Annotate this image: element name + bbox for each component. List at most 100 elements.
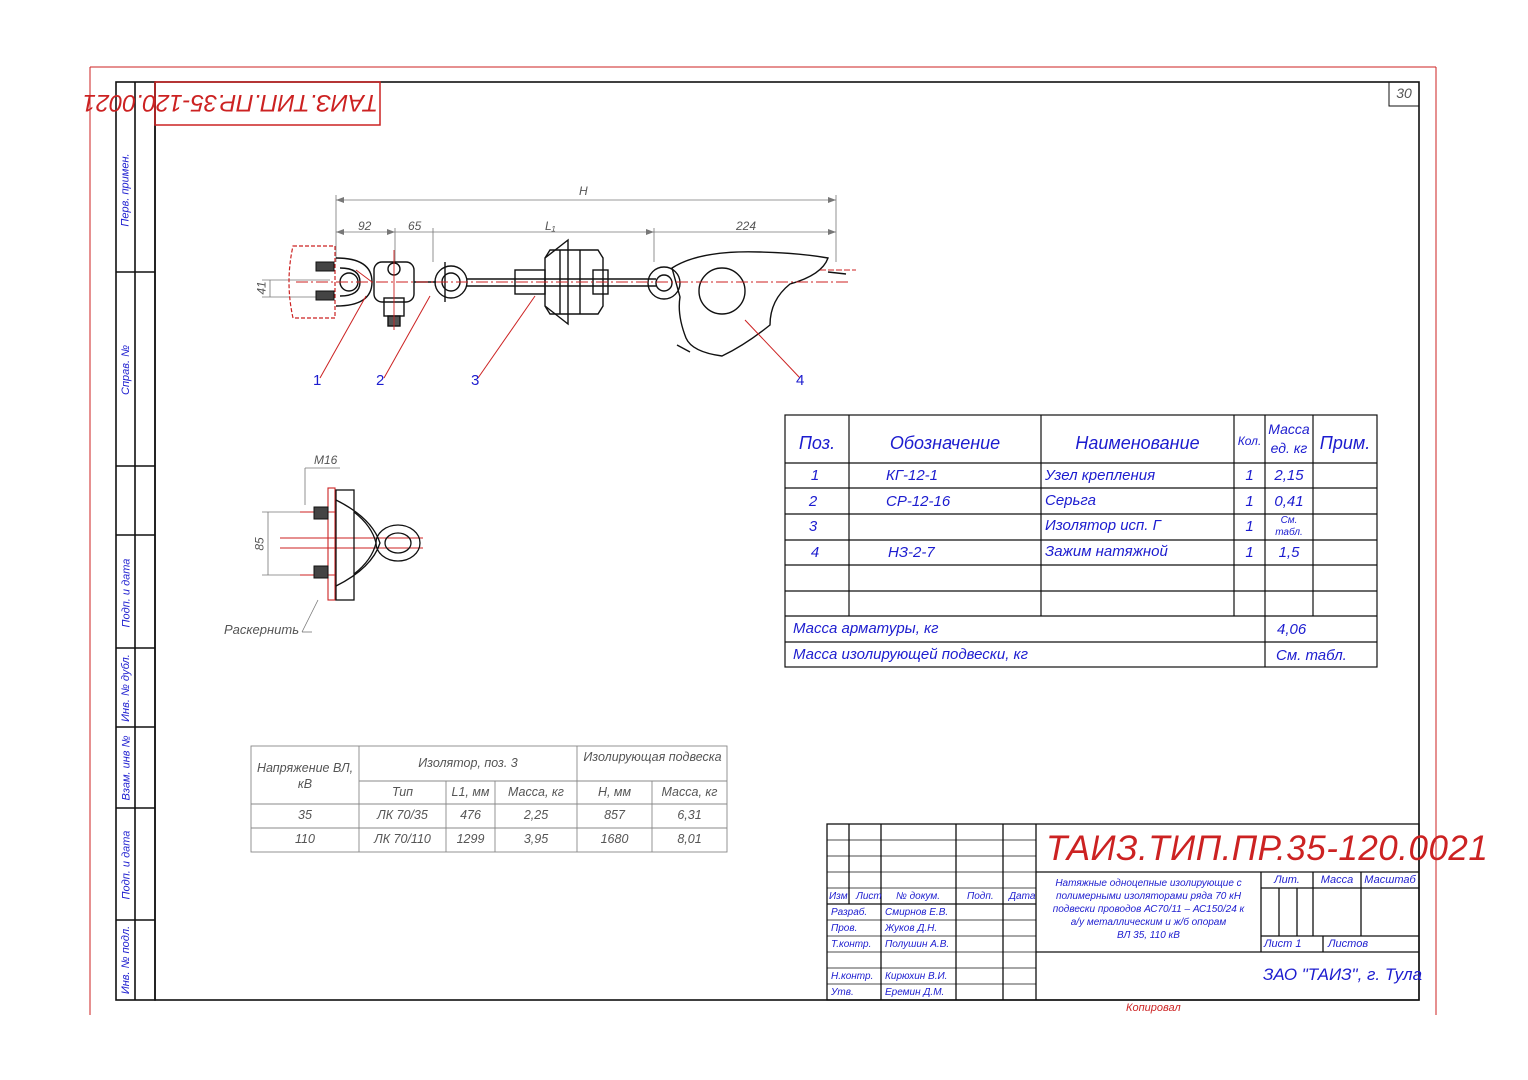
side-label-sprav: Справ. № [120,345,132,395]
vt-sub-mass2: Масса, кг [661,785,718,799]
tb-name-prov: Жуков Д.Н. [885,923,938,934]
note-raskernit: Раскернить [224,622,300,637]
callout-3: 3 [471,372,480,389]
spec-total-fittings-value: 4,06 [1277,621,1307,638]
trim-boundary [89,66,1437,1015]
vt-r2-l1: 1299 [456,832,485,846]
callout-4: 4 [796,372,805,389]
vt-r2-h: 1680 [600,832,629,846]
spec-r4-qty: 1 [1245,544,1254,561]
vt-r2-voltage: 110 [295,832,315,846]
tb-massa: Масса [1320,874,1354,886]
tb-title-1: Натяжные одноцепные изолирующие с [1055,878,1242,889]
tb-title-4: а/у металлическим и ж/б опорам [1070,917,1227,928]
spec-r4-designation: НЗ-2-7 [888,544,935,561]
side-label-podp-data-2: Подп. и дата [120,830,132,899]
vt-r1-type: ЛК 70/35 [377,808,428,822]
tb-designation: ТАИЗ.ТИП.ПР.35-120.0021 [1046,829,1489,868]
spec-r3-name: Изолятор исп. Г [1045,517,1161,534]
spec-r1-qty: 1 [1245,467,1254,484]
spec-r1-pos: 1 [810,467,820,484]
tb-role-utv: Утв. [831,987,854,998]
spec-r2-mass: 0,41 [1274,493,1304,510]
sheet-number: 30 [1396,85,1412,101]
dim-l1: L₁ [545,219,556,233]
spec-h-pos: Поз. [798,433,836,453]
tb-col-list: Лист [856,891,882,902]
side-label-perv-primen: Перв. примен. [120,153,132,227]
tb-masshtab: Масштаб [1364,874,1416,886]
node-detail [262,467,423,633]
vt-h-insulator: Изолятор, поз. 3 [418,756,518,770]
main-frame [115,81,1420,1001]
vt-r2-mass1: 3,95 [523,832,549,846]
spec-h-name: Наименование [1075,433,1200,453]
spec-r3-pos: 3 [808,518,818,535]
vt-r1-voltage: 35 [298,808,312,822]
copied-label: Копировал [1126,1002,1181,1014]
spec-h-designation: Обозначение [889,433,1001,453]
vt-r2-type: ЛК 70/110 [374,832,431,846]
spec-r4-mass: 1,5 [1278,544,1300,561]
spec-r2-designation: СР-12-16 [886,493,951,510]
side-label-inv-dubl: Инв. № дубл. [120,653,132,722]
spec-r2-pos: 2 [808,493,818,510]
vt-sub-h: Н, мм [597,785,632,799]
vt-r1-h: 857 [604,808,625,822]
vt-r1-l1: 476 [460,808,481,822]
side-label-podp-data-1: Подп. и дата [120,558,132,628]
spec-r4-pos: 4 [810,544,820,561]
vt-h-voltage: Напряжение ВЛ, кВ [256,761,354,791]
spec-h-mass-1: Масса [1268,421,1310,437]
spec-total-fittings-label: Масса арматуры, кг [793,620,939,637]
spec-total-assembly-label: Масса изолирующей подвески, кг [793,646,1029,663]
spec-h-qty: Кол. [1237,434,1262,448]
dim-65: 65 [408,219,422,233]
tb-col-data: Дата [1009,891,1036,902]
tb-role-tkontr: Т.контр. [831,939,872,950]
vt-sub-l1: L1, мм [451,785,490,799]
spec-r4-name: Зажим натяжной [1045,543,1168,560]
spec-h-mass-2: ед. кг [1270,440,1308,456]
spec-r3-mass-1: См. [1280,515,1298,526]
tb-col-podp: Подп. [967,891,994,902]
tb-col-ndoc: № докум. [896,891,941,902]
dim-h: Н [579,184,588,198]
dim-224: 224 [736,219,757,233]
tb-name-utv: Еремин Д.М. [885,987,945,998]
vt-sub-type: Тип [391,785,414,799]
tb-name-razrab: Смирнов Е.В. [885,907,949,918]
tb-company: ЗАО "ТАИЗ", г. Тула [1263,965,1423,984]
tb-title-5: ВЛ 35, 110 кВ [1117,930,1180,941]
designation-stamp: ТАИЗ.ТИП.ПР.35-120.0021 [82,89,378,116]
vt-sub-mass1: Масса, кг [508,785,564,799]
tb-name-nkontr: Кирюхин В.И. [885,971,948,982]
callout-2: 2 [376,372,385,389]
tb-role-razrab: Разраб. [831,907,868,918]
tb-role-prov: Пров. [831,923,858,934]
dim-41: 41 [254,281,269,295]
tb-sheet: Лист 1 [1264,938,1302,950]
title-block-grid [826,823,1420,1001]
tb-lit: Лит. [1274,874,1300,886]
voltage-table-grid [250,745,728,853]
spec-total-assembly-value: См. табл. [1276,647,1347,664]
dim-92: 92 [358,219,372,233]
dim-m16: M16 [314,453,338,467]
spec-r2-name: Серьга [1045,492,1096,509]
callout-1: 1 [313,372,322,389]
spec-r1-designation: КГ-12-1 [886,467,939,484]
tb-title-3: подвески проводов АС70/11 – АС150/24 к [1052,904,1245,915]
tb-title-2: полимерными изоляторами ряда 70 кН [1055,891,1242,902]
vt-r1-mass2: 6,31 [677,808,702,822]
vt-h-assembly: Изолирующая подвеска [583,750,722,764]
tb-col-izm: Изм [829,891,848,902]
designation-stamp-box [154,81,381,126]
spec-r1-mass: 2,15 [1274,467,1304,484]
side-label-inv-podl: Инв. № подл. [120,925,133,995]
tb-name-tkontr: Полушин А.В. [885,939,950,950]
spec-r2-qty: 1 [1245,493,1254,510]
tb-sheets: Листов [1328,938,1369,950]
spec-h-note: Прим. [1319,433,1371,453]
